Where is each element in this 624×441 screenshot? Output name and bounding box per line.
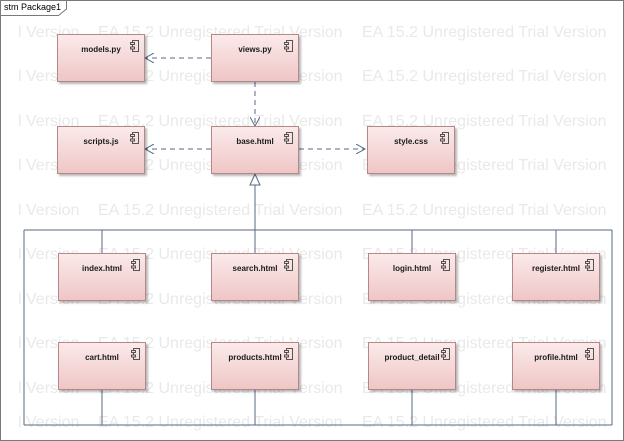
component-label: profile.html (534, 353, 578, 362)
component-register-html[interactable]: register.html (512, 253, 600, 301)
component-icon (284, 132, 293, 144)
component-icon (130, 40, 139, 52)
component-products-html[interactable]: products.html (211, 342, 299, 390)
component-index-html[interactable]: index.html (58, 253, 146, 301)
component-label: product_detail (384, 353, 440, 362)
component-icon (131, 348, 140, 360)
component-product-detail[interactable]: product_detail (368, 342, 456, 390)
component-icon (284, 259, 293, 271)
component-label: style.css (394, 137, 428, 146)
component-label: base.html (236, 137, 274, 146)
component-label: scripts.js (83, 137, 119, 146)
component-cart-html[interactable]: cart.html (58, 342, 146, 390)
generalization-tree (23, 172, 613, 426)
component-models-py[interactable]: models.py (57, 34, 145, 82)
component-icon (585, 348, 594, 360)
component-search-html[interactable]: search.html (211, 253, 299, 301)
component-style-css[interactable]: style.css (367, 126, 455, 174)
component-label: products.html (228, 353, 282, 362)
component-scripts-js[interactable]: scripts.js (57, 126, 145, 174)
component-label: cart.html (85, 353, 119, 362)
component-icon (284, 348, 293, 360)
component-icon (284, 40, 293, 52)
component-icon (131, 259, 140, 271)
frame-label: stm Package1 (4, 2, 62, 12)
component-icon (441, 348, 450, 360)
component-icon (440, 132, 449, 144)
component-label: register.html (531, 264, 580, 273)
frame-tab-shape (0, 0, 67, 16)
component-icon (585, 259, 594, 271)
component-label: models.py (81, 45, 121, 54)
component-label: views.py (238, 45, 272, 54)
component-icon (130, 132, 139, 144)
component-base-html[interactable]: base.html (211, 126, 299, 174)
component-label: search.html (232, 264, 278, 273)
component-views-py[interactable]: views.py (211, 34, 299, 82)
component-label: login.html (392, 264, 432, 273)
component-label: index.html (81, 264, 122, 273)
component-profile-html[interactable]: profile.html (512, 342, 600, 390)
component-login-html[interactable]: login.html (368, 253, 456, 301)
component-icon (441, 259, 450, 271)
